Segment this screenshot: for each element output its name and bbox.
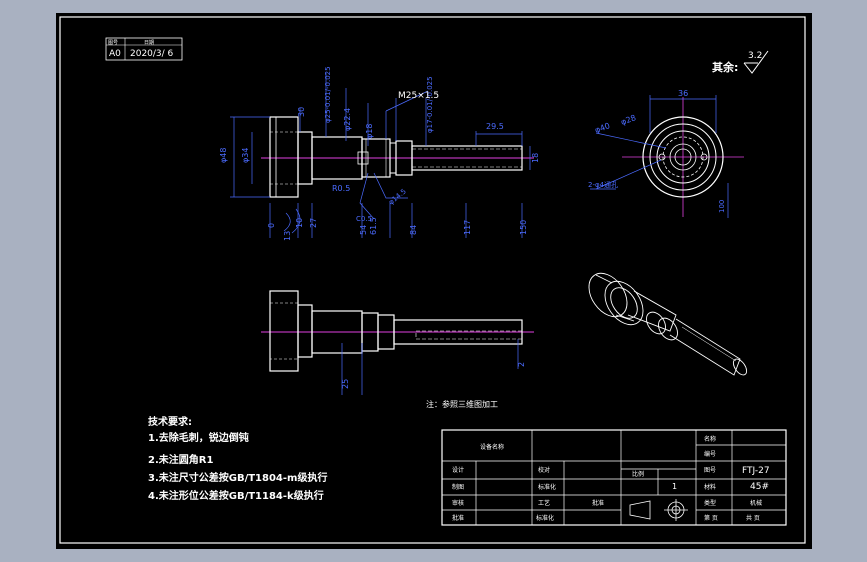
side-outer-circle [642,116,724,198]
tb-sheet-label: 第 页 [704,514,718,522]
tb-design-name: 设备名称 [480,443,504,451]
tb-approve: 批准 [452,514,464,522]
tb-standard-2: 标准化 [536,514,554,522]
tech-item-3: 3.未注尺寸公差按GB/T1804-m级执行 [148,471,327,484]
tb-material: 45# [750,482,769,492]
tech-item-1: 1.去除毛刺，锐边倒钝 [148,431,249,444]
dim-d25: φ25-0.01/-0.025 [324,66,332,123]
dim-side-36: 36 [678,89,688,98]
roughness-note: 其余: 3.2 [712,50,769,74]
roughness-prefix: 其余: [712,60,738,74]
roughness-symbol [743,50,769,74]
roughness-value: 3.2 [748,51,762,61]
tb-drawing: 制图 [452,483,464,491]
dim-l150: 150 [519,220,528,235]
dim-d22: φ22.4 [343,108,352,131]
dim-side-d40: φ40 [594,121,612,135]
tb-drawing-no: FTJ-27 [742,466,770,476]
tech-item-4: 4.未注形位公差按GB/T1184-k级执行 [148,489,324,502]
drawing-date: 2020/3/ 6 [130,49,174,59]
dim-r05: R0.5 [332,184,350,193]
machining-note: 注：参照三维图加工 [426,399,498,409]
dim-l117: 117 [463,220,472,235]
tb-check: 校对 [538,466,550,474]
tb-standard: 标准化 [538,483,556,491]
dim-d48: φ48 [219,148,228,163]
dim-side-d28: φ28 [620,113,638,127]
tech-requirements: 技术要求: 1.去除毛刺，锐边倒钝 2.未注圆角R1 3.未注尺寸公差按GB/T… [148,415,327,502]
header-label-1: 图号 [108,40,118,46]
tb-drawing-no-label: 图号 [704,467,716,474]
cad-canvas: 图号 日期 A0 2020/3/ 6 其余: 3.2 [59,16,806,544]
header-label-2: 日期 [144,40,154,46]
tb-approved: 批准 [592,499,604,507]
dim-c05: C0.5 [356,215,372,223]
dim-d18: φ18 [365,124,374,139]
front-shaft [411,145,523,171]
title-block: 设备名称 设计 制图 审核 批准 校对 标准化 工艺 批准 标准化 比例 1 名… [441,429,787,526]
sheet-size: A0 [109,49,121,59]
dim-l13: 13 [283,231,292,241]
dim-l29-5: 29.5 [486,122,504,131]
tb-scale-value: 1 [672,482,677,491]
drawing-sheet: 图号 日期 A0 2020/3/ 6 其余: 3.2 [56,13,812,549]
dim-l18: 18 [531,153,540,163]
tb-designer: 设计 [452,466,464,474]
tb-total-label: 共 页 [746,514,760,522]
dim-l84: 84 [409,225,418,235]
tb-material-label: 材料 [704,483,716,491]
dim-d17: φ17-0.01/-0.025 [426,76,434,133]
tb-code-label: 编号 [704,450,716,458]
header-box: 图号 日期 A0 2020/3/ 6 [105,37,183,61]
dim-l27: 27 [309,218,318,228]
dim-d34: φ34 [241,148,250,163]
top-view: 25 2 [261,290,534,395]
isometric-view [588,272,748,376]
front-view: φ48 φ34 30 φ25-0.01/-0.025 φ22.4 φ18 φ17… [219,66,540,241]
tb-review: 审核 [452,499,464,507]
front-flange [269,116,299,198]
tb-name-label: 名称 [704,435,716,443]
dim-l54: 54 [359,225,368,235]
tb-process: 工艺 [538,499,550,507]
tb-scale-label: 比例 [632,470,644,478]
side-view: 36 φ40 φ28 2-φ4通孔 100 [588,89,744,218]
projection-symbol-icon [629,499,688,521]
dim-d14-5: φ14.5 [387,187,408,206]
dim-l0: 0 [267,223,276,228]
tech-item-2: 2.未注圆角R1 [148,453,213,466]
dim-top-25: 25 [341,379,350,389]
tech-title: 技术要求: [148,415,192,428]
tb-type-value: 机械 [750,499,762,507]
dim-l61-5: 61.5 [369,217,378,235]
dim-top-2: 2 [517,362,526,367]
dim-l30: 30 [297,107,306,117]
dim-l10: 10 [295,218,304,228]
dim-m25: M25×1.5 [398,91,439,101]
dim-side-100: 100 [718,200,726,213]
drawing-frame [59,16,806,544]
tb-type-label: 类型 [704,499,716,507]
dim-side-holes: 2-φ4通孔 [588,180,618,189]
